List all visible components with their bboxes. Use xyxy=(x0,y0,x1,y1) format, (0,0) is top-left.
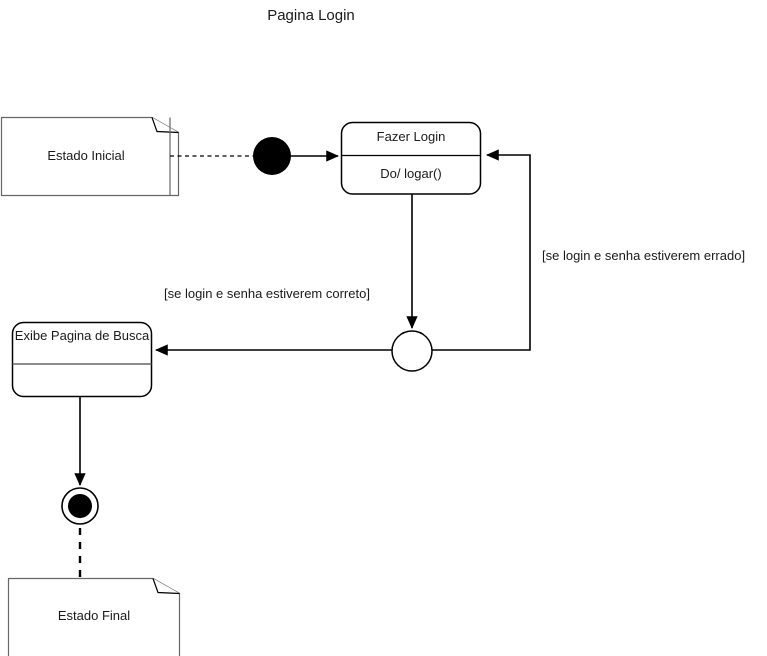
transition-label-login-errado: [se login e senha estiverem errado] xyxy=(542,248,746,263)
transition-junction-login xyxy=(432,149,531,351)
state-exibe-pagina-busca-name: Exibe Pagina de Busca xyxy=(14,328,150,343)
note-estado-final-label: Estado Final xyxy=(57,608,131,623)
state-exibe-pagina-busca xyxy=(11,321,153,398)
page-title: Pagina Login xyxy=(267,7,355,24)
state-fazer-login-action: Do/ logar() xyxy=(380,166,442,181)
initial-pseudostate xyxy=(253,137,291,175)
state-fazer-login xyxy=(340,121,482,195)
final-state xyxy=(61,487,99,525)
note-estado-inicial-label: Estado Inicial xyxy=(47,148,125,163)
note-estado-final xyxy=(7,577,181,656)
state-fazer-login-name: Fazer Login xyxy=(376,129,446,144)
junction-node xyxy=(391,330,433,372)
transition-label-login-correto: [se login e senha estiverem correto] xyxy=(164,286,370,301)
